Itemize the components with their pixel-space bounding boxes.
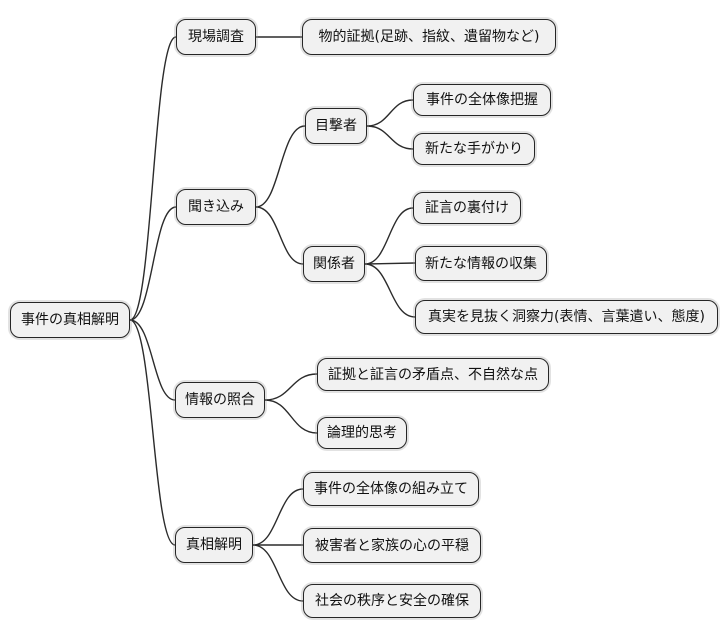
node-witnesses: 目撃者 bbox=[305, 108, 367, 144]
edge-root-scene-investigation bbox=[129, 36, 177, 321]
edge-related-insight bbox=[364, 263, 416, 318]
edge-witnesses-new-clues bbox=[366, 125, 414, 150]
edge-truth-assemble bbox=[252, 488, 304, 546]
edge-root-info-cross-check bbox=[129, 319, 176, 401]
edge-interviews-witnesses bbox=[255, 125, 306, 208]
node-scene-investigation: 現場調査 bbox=[176, 19, 256, 55]
edge-related-testimony bbox=[364, 207, 414, 265]
edge-root-truth-elucidation bbox=[129, 319, 176, 546]
node-info-cross-check: 情報の照合 bbox=[175, 382, 265, 418]
node-victims-family-peace: 被害者と家族の心の平穏 bbox=[303, 528, 481, 563]
edge-crosscheck-logic bbox=[264, 399, 318, 434]
node-truth-insight: 真実を見抜く洞察力(表情、言葉遣い、態度) bbox=[415, 300, 718, 334]
node-assemble-picture: 事件の全体像の組み立て bbox=[303, 472, 479, 506]
node-case-truth-root: 事件の真相解明 bbox=[10, 302, 130, 338]
node-physical-evidence: 物的証拠(足跡、指紋、遺留物など) bbox=[302, 19, 556, 55]
node-interviews: 聞き込み bbox=[176, 189, 256, 225]
edge-root-interviews bbox=[129, 206, 177, 321]
node-social-order-safety: 社会の秩序と安全の確保 bbox=[303, 584, 481, 618]
node-related-persons: 関係者 bbox=[303, 246, 365, 282]
node-logical-thinking: 論理的思考 bbox=[317, 417, 407, 449]
node-new-info-collection: 新たな情報の収集 bbox=[415, 246, 547, 281]
edge-witnesses-grasp-picture bbox=[366, 99, 414, 127]
edge-crosscheck-contradictions bbox=[264, 373, 318, 401]
node-testimony-corroboration: 証言の裏付け bbox=[413, 192, 521, 224]
node-truth-elucidation: 真相解明 bbox=[175, 527, 253, 563]
edge-truth-social-order bbox=[252, 544, 304, 602]
node-contradictions: 証拠と証言の矛盾点、不自然な点 bbox=[317, 358, 549, 391]
edge-interviews-related-persons bbox=[255, 206, 304, 265]
edge-related-new-info bbox=[364, 262, 416, 265]
node-new-clues: 新たな手がかり bbox=[413, 133, 535, 165]
node-grasp-overall-picture: 事件の全体像把握 bbox=[413, 84, 551, 116]
